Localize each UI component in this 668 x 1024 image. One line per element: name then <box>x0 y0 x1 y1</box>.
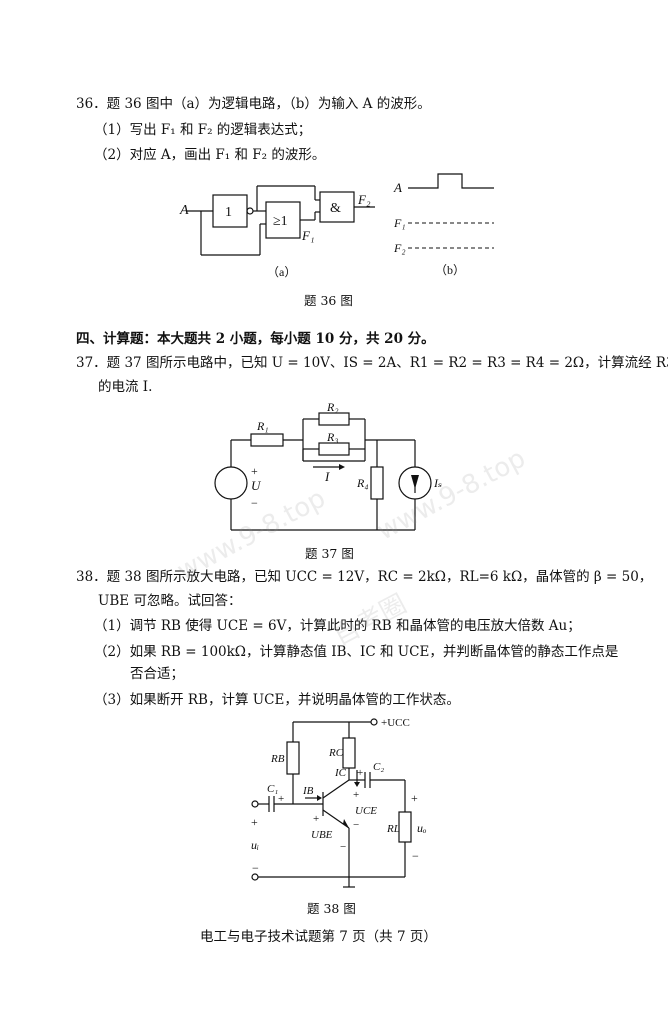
u-minus-sign: − <box>251 496 258 510</box>
u-plus-sign: + <box>251 464 258 478</box>
q36-sub2: （2）对应 A，画出 F₁ 和 F₂ 的波形。 <box>94 147 326 163</box>
ube-minus: − <box>340 841 346 853</box>
q36-stem: 36．题 36 图中（a）为逻辑电路，（b）为输入 A 的波形。 <box>76 96 431 112</box>
u-label: U <box>251 478 262 493</box>
ui-label: uᵢ <box>251 838 259 852</box>
q38-line2: UBE 可忽略。试回答： <box>98 593 242 609</box>
is-label: Iₛ <box>433 476 442 490</box>
figure-36a-logic-circuit: A 1 ≥1 & F₂ F₁ （a） <box>179 185 375 279</box>
waveform-a-label: A <box>393 180 402 195</box>
c2-plus: + <box>357 767 363 779</box>
fig38-caption: 题 38 图 <box>307 901 356 916</box>
ib-label: IB <box>302 785 314 797</box>
uo-plus: + <box>411 791 418 805</box>
rb-label: RB <box>270 753 285 765</box>
uo-minus: − <box>412 849 419 863</box>
q38-sub2b: 否合适； <box>130 666 184 682</box>
output-f1-label: F₁ <box>301 228 314 243</box>
q36-sub1: （1）写出 F₁ 和 F₂ 的逻辑表达式； <box>94 122 312 138</box>
c1-plus: + <box>278 793 284 805</box>
figure-38-amplifier-circuit: +UCC RB RC C₁ C₂ IB IC UCE UBE RL uᵢ uₒ … <box>251 717 427 888</box>
q37-line2: 的电流 I. <box>98 379 153 395</box>
ube-label: UBE <box>311 829 333 841</box>
ube-plus: + <box>313 813 319 825</box>
page-footer: 电工与电子技术试题第 7 页（共 7 页） <box>200 929 437 945</box>
rl-label: RL <box>386 823 400 835</box>
current-i-label: I <box>324 469 330 484</box>
q38-sub2a: （2）如果 RB = 100kΩ，计算静态值 IB、IC 和 UCE，并判断晶体… <box>94 644 619 660</box>
output-f2-label: F₂ <box>357 192 371 207</box>
fig36a-caption: （a） <box>267 265 296 279</box>
figure-37-circuit: R₁ R₂ R₃ R₄ Iₛ U + − I <box>214 400 442 531</box>
and-gate-symbol: & <box>330 201 341 216</box>
fig36b-caption: （b） <box>435 263 465 277</box>
or-gate-symbol: ≥1 <box>273 214 288 229</box>
not-gate-symbol: 1 <box>225 205 232 220</box>
fig37-caption: 题 37 图 <box>305 546 354 561</box>
q38-sub1: （1）调节 RB 使得 UCE = 6V，计算此时的 RB 和晶体管的电压放大倍… <box>94 618 581 634</box>
q38-sub3: （3）如果断开 RB，计算 UCE，并说明晶体管的工作状态。 <box>94 692 460 708</box>
section-heading: 四、计算题：本大题共 2 小题，每小题 10 分，共 20 分。 <box>76 331 435 347</box>
r1-label: R₁ <box>256 419 269 433</box>
rc-label: RC <box>328 747 344 759</box>
fig36-caption: 题 36 图 <box>304 293 353 308</box>
q37-line1: 37．题 37 图所示电路中，已知 U = 10V、IS = 2A、R1 = R… <box>76 355 668 371</box>
r4-label: R₄ <box>356 476 369 490</box>
r3-label: R₃ <box>326 430 339 444</box>
ui-minus: − <box>252 861 259 875</box>
q38-line1: 38．题 38 图所示放大电路，已知 UCC = 12V，RC = 2kΩ，RL… <box>76 569 653 585</box>
ucc-label: +UCC <box>381 717 410 729</box>
r2-label: R₂ <box>326 400 339 414</box>
fig36a-input-label: A <box>179 203 189 218</box>
figure-36b-waveforms: A F₁ F₂ （b） <box>393 173 494 277</box>
c2-label: C₂ <box>373 761 384 773</box>
ic-label: IC <box>334 767 347 779</box>
ui-plus: + <box>251 815 258 829</box>
uce-plus: + <box>353 789 359 801</box>
uce-label: UCE <box>355 805 377 817</box>
c1-label: C₁ <box>267 783 278 795</box>
uce-minus: − <box>353 819 359 831</box>
waveform-f2-label: F₂ <box>393 241 406 255</box>
uo-label: uₒ <box>417 821 427 835</box>
waveform-f1-label: F₁ <box>393 216 406 230</box>
